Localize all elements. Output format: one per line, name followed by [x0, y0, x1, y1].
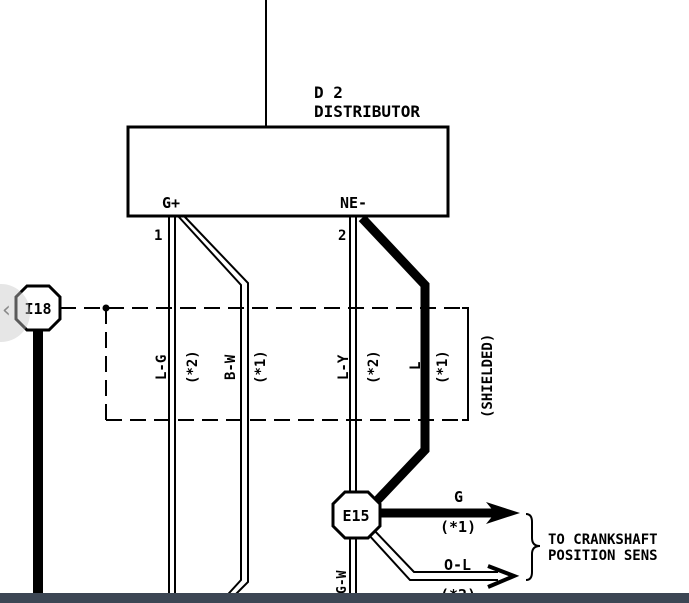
- output-label-o-l: O-L: [444, 556, 471, 574]
- wire-label-l-y: L-Y: [336, 354, 352, 380]
- output-note-g: (*1): [440, 518, 476, 536]
- pin-label-ne-minus: NE-: [340, 194, 367, 212]
- wire-label-b-w: B-W: [223, 354, 239, 380]
- shield-label: (SHIELDED): [480, 334, 496, 418]
- wire-label-g-w: G-W: [335, 570, 350, 594]
- destination-line2: POSITION SENS: [548, 548, 658, 564]
- pin-number-2: 2: [338, 228, 346, 244]
- component-name: DISTRIBUTOR: [314, 102, 420, 121]
- wire-label-l: L: [408, 362, 424, 370]
- chevron-left-icon[interactable]: ‹: [2, 298, 11, 323]
- output-label-g: G: [454, 488, 463, 506]
- bottom-toolbar: [0, 593, 689, 603]
- component-code: D 2: [314, 83, 343, 102]
- wire-note-l-y: (*2): [366, 350, 382, 384]
- output-g-arrow: [378, 502, 520, 524]
- connector-e15-label: E15: [342, 507, 369, 525]
- connector-e15: E15: [331, 490, 382, 540]
- wire-note-b-w: (*1): [253, 350, 269, 384]
- wire-note-l-g: (*2): [185, 350, 201, 384]
- output-o-l-arrow: [367, 527, 520, 589]
- pin-number-1: 1: [154, 228, 162, 244]
- pin-label-g-plus: G+: [162, 194, 180, 212]
- connector-i18: I18: [14, 284, 62, 332]
- destination-brace: [525, 513, 541, 581]
- wire-b-w: [177, 215, 249, 603]
- wire-label-l-g: L-G: [154, 355, 170, 380]
- wire-l: [358, 214, 430, 512]
- shield-box: [60, 304, 469, 421]
- wire-l-y: [349, 216, 357, 603]
- connector-i18-label: I18: [24, 300, 51, 318]
- wire-note-l: (*1): [435, 350, 451, 384]
- distributor-box: [126, 125, 450, 218]
- destination-line1: TO CRANKSHAFT: [548, 532, 658, 548]
- wire-l-g: [168, 216, 176, 603]
